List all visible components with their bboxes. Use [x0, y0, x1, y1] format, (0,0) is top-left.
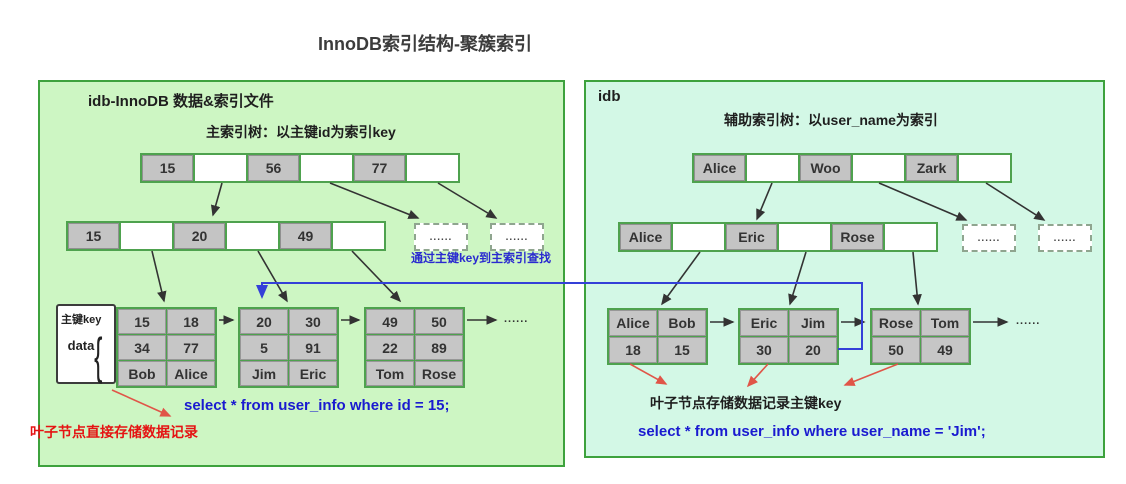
- right-root-node: Alice Woo Zark: [692, 153, 1012, 183]
- leaf-cell: Alice: [167, 361, 215, 386]
- pointer-cell: [885, 224, 936, 250]
- leaf-cell: 20: [240, 309, 288, 334]
- leaf-cell: 30: [289, 309, 337, 334]
- pointer-cell: [673, 224, 726, 250]
- right-black-note: 叶子节点存储数据记录主键key: [650, 395, 842, 411]
- pointer-cell: [227, 223, 280, 249]
- key-cell: Alice: [620, 224, 673, 250]
- data-label: data: [67, 338, 95, 353]
- left-leaf-node-2: 20 30 5 91 Jim Eric: [238, 307, 339, 388]
- left-panel-subtitle: 主索引树：以主键id为索引key: [206, 124, 396, 140]
- leaf-cell: 50: [415, 309, 463, 334]
- left-leaf-node-1: 15 18 34 77 Bob Alice: [116, 307, 217, 388]
- right-leaf-ellipsis: ......: [1016, 315, 1041, 327]
- key-cell: Rose: [832, 224, 885, 250]
- key-cell: 49: [280, 223, 333, 249]
- left-blue-note: 通过主键key到主索引查找: [410, 251, 552, 265]
- leaf-cell: 15: [658, 337, 706, 363]
- leaf-cell: 91: [289, 335, 337, 360]
- right-dashed-node-1: ......: [962, 224, 1016, 252]
- key-cell: Zark: [906, 155, 959, 181]
- left-dashed-node-1: ......: [414, 223, 468, 251]
- right-leaf-node-2: Eric Jim 30 20: [738, 308, 839, 365]
- pointer-cell: [195, 155, 248, 181]
- pointer-cell: [407, 155, 458, 181]
- left-panel-header: idb-InnoDB 数据&索引文件: [88, 93, 274, 110]
- pointer-cell: [301, 155, 354, 181]
- left-leaf-node-3: 49 50 22 89 Tom Rose: [364, 307, 465, 388]
- left-red-note: 叶子节点直接存储数据记录: [30, 424, 198, 440]
- pointer-cell: [121, 223, 174, 249]
- leaf-cell: 49: [366, 309, 414, 334]
- brace-glyph: {: [94, 328, 103, 384]
- leaf-cell: 50: [872, 337, 920, 363]
- pointer-cell: [779, 224, 832, 250]
- leaf-cell: 49: [921, 337, 969, 363]
- leaf-cell: Eric: [740, 310, 788, 336]
- key-cell: 15: [68, 223, 121, 249]
- key-cell: 56: [248, 155, 301, 181]
- pointer-cell: [853, 155, 906, 181]
- leaf-cell: 18: [167, 309, 215, 334]
- leaf-cell: Tom: [921, 310, 969, 336]
- leaf-cell: Bob: [658, 310, 706, 336]
- pointer-cell: [959, 155, 1010, 181]
- right-leaf-node-3: Rose Tom 50 49: [870, 308, 971, 365]
- right-dashed-node-2: ......: [1038, 224, 1092, 252]
- right-panel-header: idb: [598, 88, 621, 105]
- leaf-cell: Rose: [415, 361, 463, 386]
- key-cell: Eric: [726, 224, 779, 250]
- leaf-cell: 15: [118, 309, 166, 334]
- leaf-legend-box: 主键key data {: [56, 304, 116, 384]
- left-dashed-node-2: ......: [490, 223, 544, 251]
- key-cell: 77: [354, 155, 407, 181]
- leaf-cell: 18: [609, 337, 657, 363]
- leaf-cell: 30: [740, 337, 788, 363]
- leaf-cell: 34: [118, 335, 166, 360]
- leaf-cell: Jim: [240, 361, 288, 386]
- leaf-cell: 5: [240, 335, 288, 360]
- key-cell: Woo: [800, 155, 853, 181]
- right-leaf-node-1: Alice Bob 18 15: [607, 308, 708, 365]
- right-internal-node: Alice Eric Rose: [618, 222, 938, 252]
- leaf-cell: Rose: [872, 310, 920, 336]
- leaf-cell: 89: [415, 335, 463, 360]
- leaf-cell: Tom: [366, 361, 414, 386]
- key-cell: Alice: [694, 155, 747, 181]
- leaf-cell: 20: [789, 337, 837, 363]
- pointer-cell: [333, 223, 384, 249]
- left-leaf-ellipsis: ......: [504, 313, 529, 325]
- diagram-title: InnoDB索引结构-聚簇索引: [318, 34, 532, 54]
- right-sql-text: select * from user_info where user_name …: [638, 423, 986, 440]
- leaf-cell: 77: [167, 335, 215, 360]
- leaf-cell: Eric: [289, 361, 337, 386]
- primary-key-label: 主键key: [61, 314, 102, 326]
- leaf-cell: Alice: [609, 310, 657, 336]
- right-panel-subtitle: 辅助索引树：以user_name为索引: [724, 112, 938, 128]
- key-cell: 15: [142, 155, 195, 181]
- key-cell: 20: [174, 223, 227, 249]
- leaf-cell: Bob: [118, 361, 166, 386]
- leaf-cell: 22: [366, 335, 414, 360]
- left-sql-text: select * from user_info where id = 15;: [184, 397, 450, 414]
- pointer-cell: [747, 155, 800, 181]
- leaf-cell: Jim: [789, 310, 837, 336]
- left-root-node: 15 56 77: [140, 153, 460, 183]
- left-internal-node: 15 20 49: [66, 221, 386, 251]
